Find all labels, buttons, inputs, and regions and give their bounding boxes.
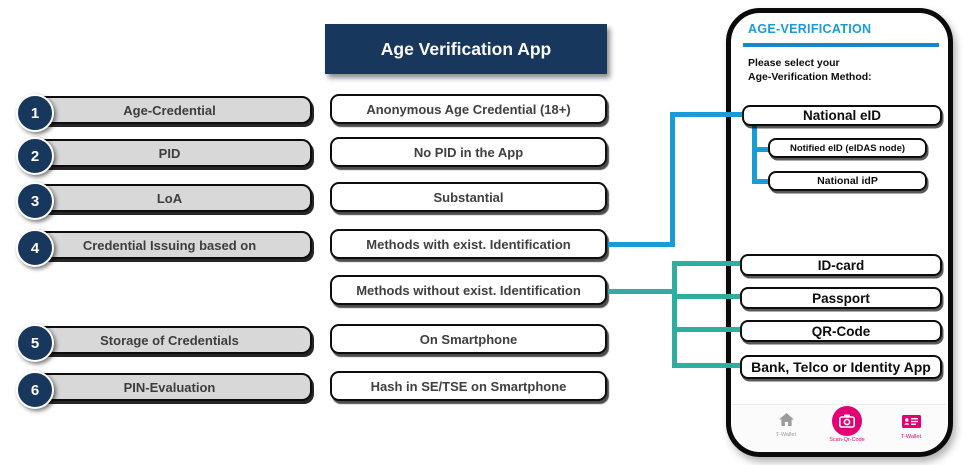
nav-item-wallet-home[interactable]: T-Wallet [769,413,803,438]
attribute-pill-pid: PID [27,139,312,167]
method-button-national-idp[interactable]: National idP [768,171,927,191]
attribute-number: 2 [30,147,40,165]
connector-blue-to-national-eid [670,112,744,117]
attribute-number-badge: 5 [16,324,54,362]
attribute-label: PIN-Evaluation [123,379,216,395]
attribute-pill-credential-issuing: Credential Issuing based on [27,231,312,259]
connector-teal-to-id-card [672,261,744,266]
connector-blue-horizontal-from-box [608,242,674,247]
attribute-pill-loa: LoA [27,184,312,212]
attribute-label: Credential Issuing based on [82,237,257,253]
title-underline [743,43,939,47]
connector-teal-vertical [672,261,677,368]
connector-teal-horizontal-from-box [608,289,676,294]
attribute-number-badge: 6 [16,371,54,409]
attribute-number-badge: 1 [16,94,54,132]
phone-instruction-text: Please select your Age-Verification Meth… [748,57,872,85]
nav-label: T-Wallet [901,434,921,440]
connector-teal-to-qr-code [672,327,744,332]
attribute-label: LoA [156,190,183,206]
attribute-pill-storage: Storage of Credentials [27,326,312,354]
value-box-methods-with-identification: Methods with exist. Identification [330,229,607,259]
value-box-pid: No PID in the App [330,137,607,167]
attribute-label: Age-Credential [123,102,216,118]
value-box-pin-evaluation: Hash in SE/TSE on Smartphone [330,371,607,401]
connector-teal-to-passport [672,294,744,299]
method-button-qr-code[interactable]: QR-Code [740,320,942,342]
attribute-number: 6 [30,381,40,399]
attribute-number: 5 [30,334,40,352]
phone-screen-title: AGE-VERIFICATION [748,22,872,36]
smartphone-frame: AGE-VERIFICATION Please select your Age-… [726,8,953,457]
nav-item-scan-qr-code[interactable]: Scan-Qr-Code [816,406,878,443]
method-button-id-card[interactable]: ID-card [740,254,942,276]
attribute-number: 1 [30,104,40,122]
page-title: Age Verification App [325,24,607,74]
phone-bottom-nav: T-Wallet Scan-Qr-Code T-Wallet [732,404,947,451]
nav-label: Scan-Qr-Code [829,437,865,443]
nav-label: T-Wallet [776,432,796,438]
attribute-number: 4 [30,239,40,257]
value-box-age-credential: Anonymous Age Credential (18+) [330,94,607,124]
home-icon [778,413,794,430]
attribute-pill-pin-evaluation: PIN-Evaluation [27,373,312,401]
connector-blue-to-national-idp [752,179,770,184]
value-box-methods-without-identification: Methods without exist. Identification [330,275,607,305]
value-box-loa: Substantial [330,182,607,212]
attribute-pill-age-credential: Age-Credential [27,96,312,124]
connector-blue-phone-vertical [752,126,757,184]
attribute-number-badge: 3 [16,182,54,220]
value-box-storage: On Smartphone [330,324,607,354]
connector-blue-vertical [670,112,675,247]
method-button-passport[interactable]: Passport [740,287,942,309]
instruction-line-2: Age-Verification Method: [748,70,872,83]
camera-icon [832,406,862,436]
method-button-national-eid[interactable]: National eID [742,105,942,126]
instruction-line-1: Please select your [748,57,840,69]
connector-blue-to-notified-eid [752,147,770,152]
attribute-number: 3 [30,192,40,210]
nav-item-wallet-cards[interactable]: T-Wallet [892,415,930,440]
attribute-label: PID [158,145,181,161]
connector-teal-to-bank-telco [672,363,744,368]
attribute-label: Storage of Credentials [100,332,239,348]
id-card-icon [901,415,921,432]
method-button-notified-eid[interactable]: Notified eID (eIDAS node) [768,138,927,158]
attribute-number-badge: 4 [16,229,54,267]
attribute-number-badge: 2 [16,137,54,175]
method-button-bank-telco-identity-app[interactable]: Bank, Telco or Identity App [740,355,942,379]
